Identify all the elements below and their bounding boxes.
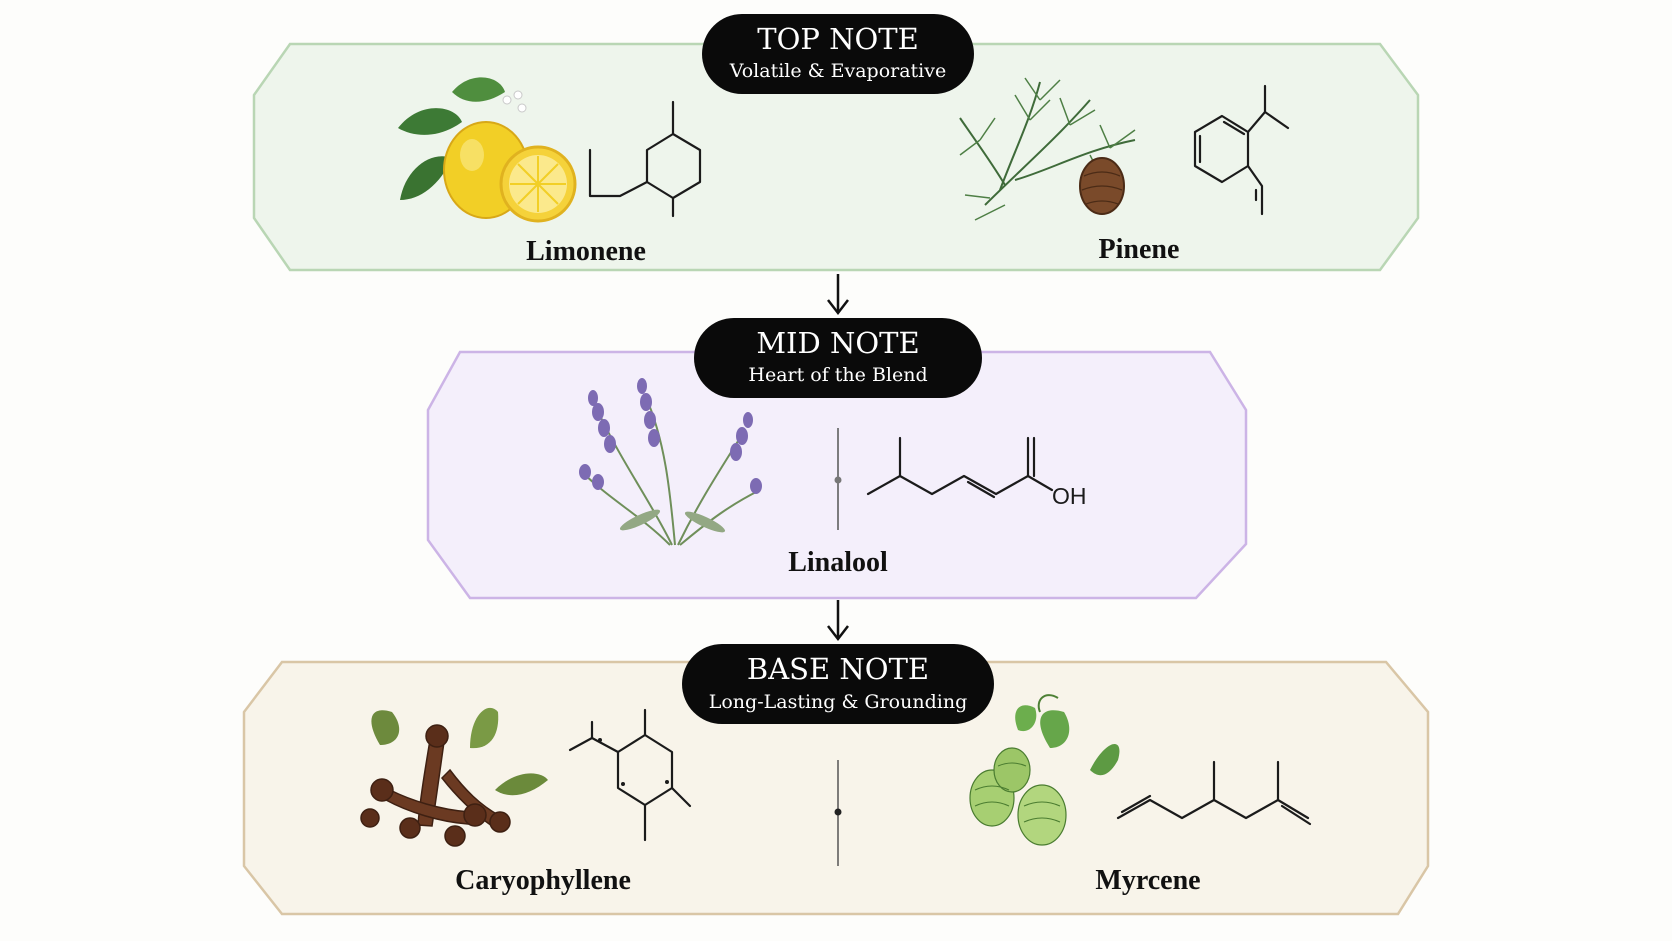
limonene-label: Limonene — [526, 236, 646, 267]
top-note-title: TOP NOTE — [757, 22, 919, 56]
mid-note-box — [426, 350, 1248, 600]
hops-icon — [969, 694, 1120, 846]
pinene-label: Pinene — [1099, 234, 1180, 265]
mid-note-header: MID NOTE Heart of the Blend — [694, 318, 982, 398]
hydroxyl-label: OH — [1052, 483, 1087, 509]
base-note-box — [242, 660, 1430, 916]
top-note-panel: Limonene Pinene TOP NOTE Volatile & Evap… — [252, 14, 1420, 272]
myrcene-label: Myrcene — [1095, 865, 1200, 896]
linalool-label: Linalool — [788, 547, 888, 578]
lavender-icon — [579, 378, 762, 546]
cloves-icon — [360, 707, 548, 847]
mid-divider — [834, 428, 842, 530]
base-note-subtitle: Long-Lasting & Grounding — [709, 691, 968, 713]
mid-note-title: MID NOTE — [756, 326, 919, 360]
myrcene-structure — [1116, 760, 1312, 826]
caryophyllene-structure — [568, 708, 692, 842]
linalool-structure: OH — [866, 436, 1087, 509]
caryophyllene-label: Caryophyllene — [455, 865, 631, 896]
arrow-top-to-mid — [827, 274, 849, 316]
arrow-mid-to-base — [827, 600, 849, 642]
mid-note-subtitle: Heart of the Blend — [748, 364, 927, 386]
pine-branch-icon — [959, 77, 1136, 221]
base-note-title: BASE NOTE — [747, 652, 929, 686]
limonene-structure — [588, 100, 702, 218]
top-note-header: TOP NOTE Volatile & Evaporative — [702, 14, 974, 94]
mid-note-panel: OH Linalool MID NOTE Heart of the Blend — [426, 318, 1248, 600]
base-note-panel: Caryophyllene Myrcene BASE NOTE Long-Las… — [242, 644, 1430, 916]
base-divider — [834, 760, 842, 866]
top-note-subtitle: Volatile & Evaporative — [729, 60, 946, 82]
pinene-structure — [1193, 84, 1290, 216]
lemon-icon — [398, 77, 577, 223]
base-note-header: BASE NOTE Long-Lasting & Grounding — [682, 644, 994, 724]
